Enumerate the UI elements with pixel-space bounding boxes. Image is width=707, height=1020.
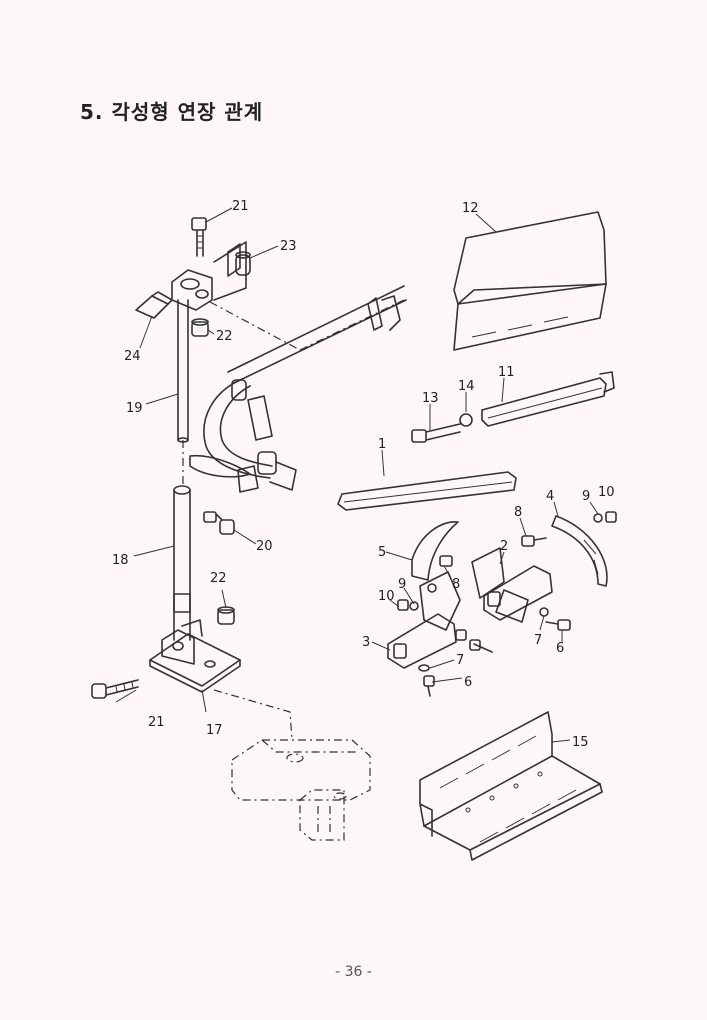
callout-8-right: 8 <box>514 505 522 520</box>
callout-labels: 21 23 24 22 19 12 11 14 13 1 18 20 22 21… <box>112 199 615 750</box>
tine-4 <box>551 515 608 587</box>
callout-1: 1 <box>378 437 386 452</box>
bolts-right <box>521 511 617 631</box>
spacer-23 <box>213 241 251 301</box>
callout-5: 5 <box>378 545 386 560</box>
callout-20: 20 <box>256 539 273 554</box>
callout-21-top: 21 <box>232 199 249 214</box>
pad-24 <box>135 291 173 319</box>
callout-22-lower: 22 <box>210 571 227 586</box>
post-18 <box>173 485 191 641</box>
holder-3 <box>387 571 461 669</box>
callout-24: 24 <box>124 349 141 364</box>
callout-15: 15 <box>572 735 589 750</box>
bolt-13 <box>411 423 461 443</box>
bolt-20 <box>203 511 235 535</box>
base-17 <box>149 619 241 693</box>
callout-21-lower: 21 <box>148 715 165 730</box>
mount-block <box>213 689 371 841</box>
hex-shaft-1 <box>337 471 517 511</box>
callout-19: 19 <box>126 401 143 416</box>
callout-11: 11 <box>498 365 515 380</box>
callout-4: 4 <box>546 489 554 504</box>
callout-17: 17 <box>206 723 223 738</box>
callout-18: 18 <box>112 553 129 568</box>
tine-5 <box>411 521 459 581</box>
callout-12: 12 <box>462 201 479 216</box>
callout-3: 3 <box>362 635 370 650</box>
nut-22-lower <box>217 606 235 625</box>
callout-2: 2 <box>500 539 508 554</box>
rod-19 <box>177 299 189 443</box>
hex-shaft-11 <box>481 371 615 427</box>
page-number: - 36 - <box>335 964 372 980</box>
leader-lines <box>115 207 599 743</box>
callout-10-left: 10 <box>378 589 395 604</box>
callout-9-left: 9 <box>398 577 406 592</box>
callout-8-left: 8 <box>452 577 460 592</box>
page-title: 5. 각성형 연장 관계 <box>80 100 264 124</box>
nut-22-top <box>191 318 209 337</box>
callout-6-left: 6 <box>464 675 472 690</box>
stand-15 <box>419 711 603 861</box>
callout-7-right: 7 <box>534 633 542 648</box>
callout-14: 14 <box>458 379 475 394</box>
callout-13: 13 <box>422 391 439 406</box>
callout-22-top: 22 <box>216 329 233 344</box>
callout-7-left: 7 <box>456 653 464 668</box>
washer-14 <box>459 413 473 427</box>
callout-23: 23 <box>280 239 297 254</box>
callout-9-right: 9 <box>582 489 590 504</box>
bolt-21-top <box>191 217 207 257</box>
callout-10-right: 10 <box>598 485 615 500</box>
callout-6-right: 6 <box>556 641 564 656</box>
holder-2 <box>471 547 553 623</box>
main-shaft <box>189 285 407 493</box>
bolt-21-lower <box>91 679 139 699</box>
cover-12 <box>453 211 607 351</box>
bolts-left <box>397 555 493 697</box>
